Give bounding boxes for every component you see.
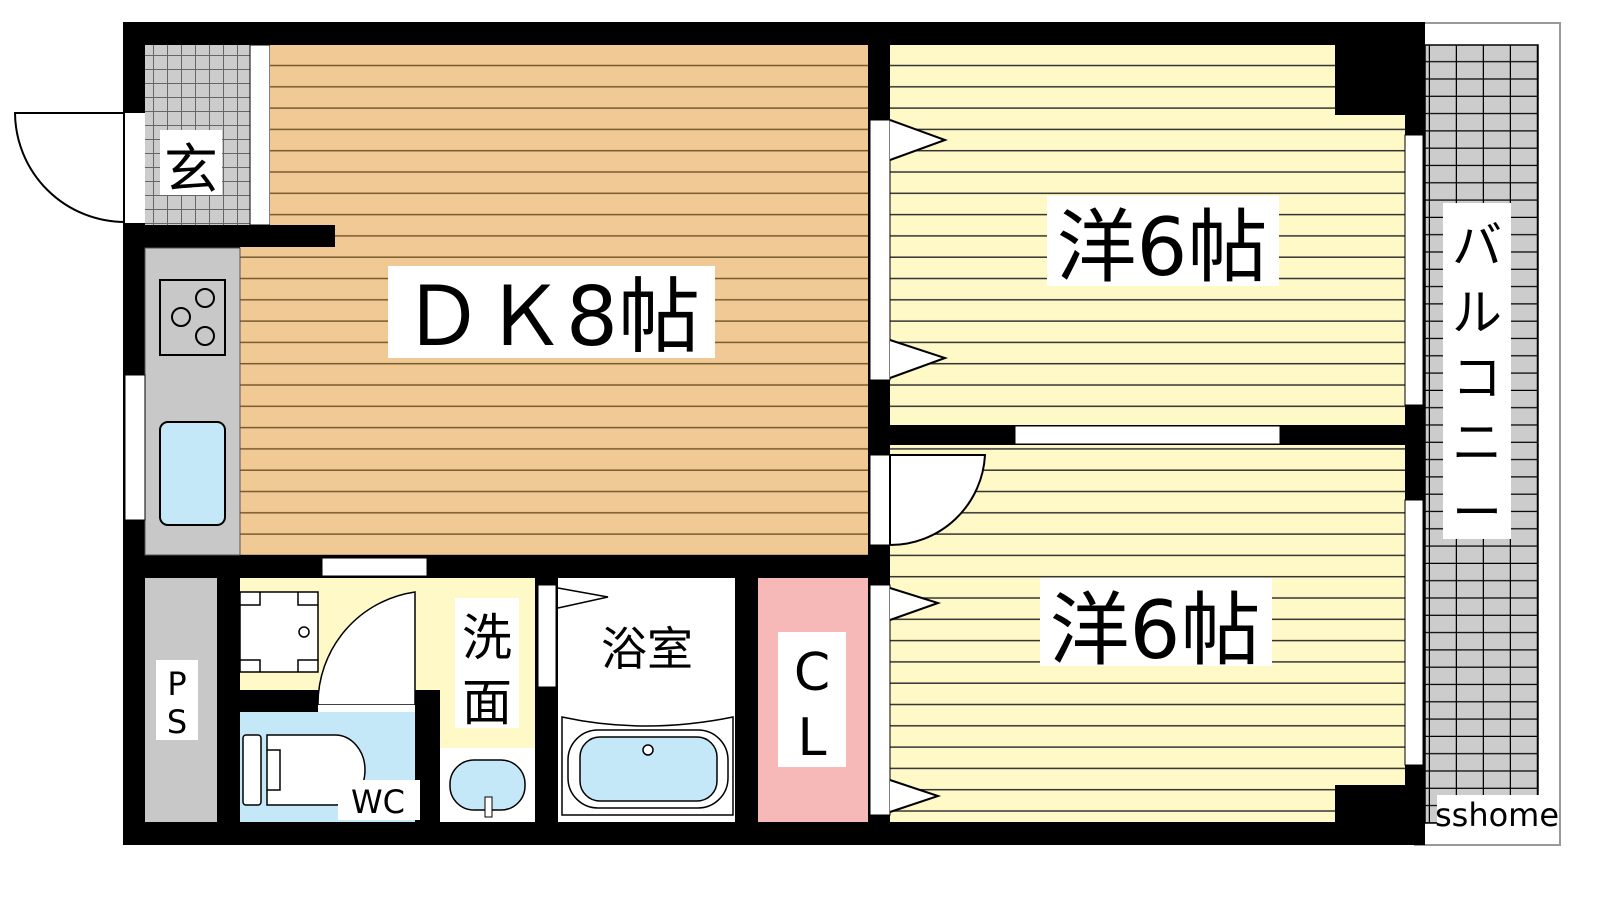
western-room-2: 洋6帖 [869, 425, 1424, 822]
entrance-door-swing [13, 112, 126, 223]
washing-machine-icon [239, 591, 319, 673]
western-room-1-label: 洋6帖 [1057, 201, 1268, 294]
balcony: バ ル コ ニ ー [1414, 22, 1561, 846]
ps-label-p: P [167, 665, 186, 703]
balcony-label-4: ニ [1452, 414, 1502, 472]
door-icon [889, 119, 949, 379]
watermark: sshome [1435, 796, 1559, 834]
washroom-label-2: 面 [462, 674, 512, 732]
kitchen-sink-icon [159, 421, 226, 526]
bathtub-icon [561, 716, 734, 816]
closet: C L [758, 578, 868, 822]
stove-icon [159, 279, 226, 356]
western-room-1: 洋6帖 [869, 45, 1424, 425]
door-swing [889, 454, 987, 547]
closet-label-c: C [794, 643, 830, 703]
balcony-label-5: ー [1452, 484, 1502, 542]
wc-label: WC [351, 783, 405, 821]
wash-basin-icon [449, 759, 526, 818]
entrance-label: 玄 [164, 138, 218, 201]
pipe-space: P S [145, 578, 217, 822]
bathroom: 浴室 [537, 578, 735, 822]
balcony-label-3: コ [1452, 349, 1502, 407]
toilet-room: WC [240, 705, 420, 822]
bath-label: 浴室 [601, 622, 693, 676]
western-room-2-label: 洋6帖 [1050, 584, 1261, 677]
balcony-label-1: バ [1452, 217, 1502, 275]
dk-label: ＤＫ8帖 [402, 270, 700, 365]
entrance: 玄 [13, 44, 271, 226]
ps-label-s: S [167, 703, 187, 741]
door-icon [557, 587, 609, 609]
balcony-label-2: ル [1452, 284, 1502, 342]
washroom-label-1: 洗 [462, 609, 512, 667]
washroom: 洗 面 [239, 557, 535, 822]
sliding-door [1014, 425, 1281, 445]
dining-kitchen: ＤＫ8帖 [124, 45, 868, 556]
door-swing [317, 591, 416, 706]
door-icon [889, 587, 942, 813]
closet-label-l: L [798, 708, 827, 768]
